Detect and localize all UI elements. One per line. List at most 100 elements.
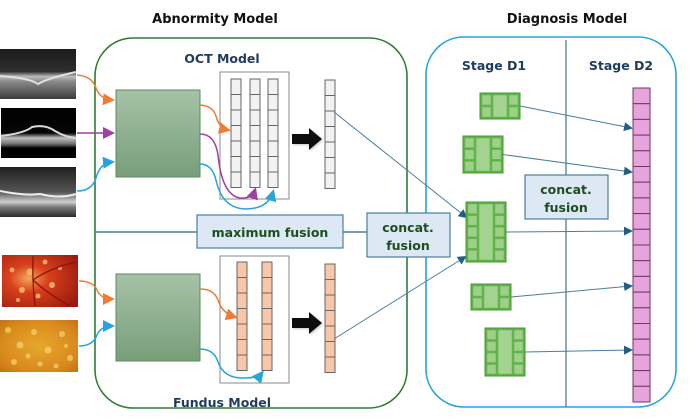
d1-cell-right (494, 238, 505, 249)
feature-cell (236, 339, 248, 356)
feature-cell (632, 103, 651, 120)
concat-fusion-left-line2: fusion (386, 238, 430, 253)
feature-cell (324, 141, 336, 158)
feature-cell (632, 134, 651, 152)
fundus-feature-column (236, 261, 248, 371)
feature-cell (632, 166, 651, 183)
feature-cell (324, 279, 336, 296)
oct-feature-columns (230, 78, 279, 188)
feature-cell (267, 78, 279, 95)
stage-d1-links (502, 105, 633, 355)
abnormity-model-title: Abnormity Model (152, 12, 278, 27)
feature-cell (632, 260, 651, 277)
feature-cell (324, 356, 336, 373)
oct-cnn-block (115, 89, 201, 178)
feature-cell (261, 339, 273, 356)
oct-pooled-column (324, 79, 336, 189)
oct-pooling-arrow (292, 128, 322, 150)
oct-image-3 (0, 167, 76, 217)
concat-fusion-diag-line1: concat. (540, 182, 591, 197)
d1-cell-left (467, 226, 478, 238)
feature-cell (632, 338, 651, 356)
feature-cell (632, 307, 651, 324)
feature-cell (236, 277, 248, 294)
feature-cell (230, 171, 242, 188)
oct-feature-arrow-blue (199, 163, 277, 210)
fundus-input-arrow-blue (78, 320, 115, 347)
feature-cell (632, 213, 651, 230)
fundus-feature-frame (219, 255, 290, 384)
feature-cell (261, 323, 273, 340)
d1-to-d2-link (502, 154, 633, 176)
d1-cell-left (472, 285, 483, 297)
feature-cell (230, 94, 242, 111)
feature-cell (324, 294, 336, 311)
d1-cell-left (467, 238, 478, 249)
d1-to-d2-link (505, 226, 633, 236)
d1-cell-right (491, 137, 502, 148)
feature-cell (236, 292, 248, 309)
d1-cell-center (475, 137, 491, 172)
d2-column (632, 87, 651, 403)
d1-cell-left (464, 149, 475, 160)
concat-fusion-left-line1: concat. (382, 220, 433, 235)
diagnosis-model-title: Diagnosis Model (507, 12, 627, 27)
d1-feature-block (462, 135, 504, 174)
oct-feature-column (267, 78, 279, 188)
maximum-fusion-label: maximum fusion (212, 225, 329, 240)
d1-cell-right (513, 364, 524, 375)
oct-pooled-vector (324, 79, 336, 189)
d1-to-d2-link (524, 345, 633, 355)
feature-cell (267, 109, 279, 126)
stage-d2-label: Stage D2 (589, 58, 653, 73)
d1-cell-right (508, 106, 519, 118)
feature-cell (249, 140, 261, 157)
fundus-pooled-vector (324, 263, 336, 373)
d1-cell-right (508, 94, 519, 106)
d1-cell-right (491, 161, 502, 172)
feature-cell (249, 125, 261, 142)
d1-cell-center (497, 329, 513, 375)
d1-cell-left (467, 215, 478, 226)
d1-cell-left (486, 352, 497, 363)
feature-cell (230, 156, 242, 173)
fundus-input-arrow-orange (78, 280, 115, 305)
d1-cell-right (494, 250, 505, 261)
feature-cell (632, 385, 651, 403)
fundus-feature-column (261, 261, 273, 371)
d1-cell-center (478, 203, 494, 261)
oct-feature-column (230, 78, 242, 188)
oct-input-arrow-blue (76, 156, 115, 192)
fundus-pooled-column (324, 263, 336, 373)
feature-cell (324, 79, 336, 96)
fundus-feature-arrow-orange (199, 288, 238, 321)
d1-cell-left (467, 203, 478, 214)
d1-cell-left (486, 329, 497, 340)
feature-cell (261, 308, 273, 325)
maximum-fusion-box: maximum fusion (196, 214, 344, 249)
feature-cell (324, 263, 336, 280)
stage-d1-label: Stage D1 (462, 58, 526, 73)
feature-cell (249, 171, 261, 188)
feature-cell (230, 109, 242, 126)
oct-to-d1-link (333, 111, 468, 219)
fundus-pooling-arrow (292, 312, 322, 334)
feature-cell (632, 87, 651, 105)
d1-cell-left (467, 250, 478, 261)
feature-cell (632, 118, 651, 136)
d1-cell-left (486, 341, 497, 352)
oct-feature-column (249, 78, 261, 188)
feature-cell (261, 277, 273, 294)
d1-cell-left (472, 297, 483, 309)
feature-cell (324, 157, 336, 174)
d1-cell-right (513, 329, 524, 340)
d1-feature-block (465, 201, 507, 263)
concat-fusion-box-diagnosis: concat. fusion (524, 174, 609, 220)
feature-cell (632, 197, 651, 215)
d1-cell-right (494, 215, 505, 226)
feature-cell (267, 125, 279, 142)
feature-cell (267, 140, 279, 157)
feature-cell (230, 125, 242, 142)
d1-cell-right (513, 341, 524, 352)
